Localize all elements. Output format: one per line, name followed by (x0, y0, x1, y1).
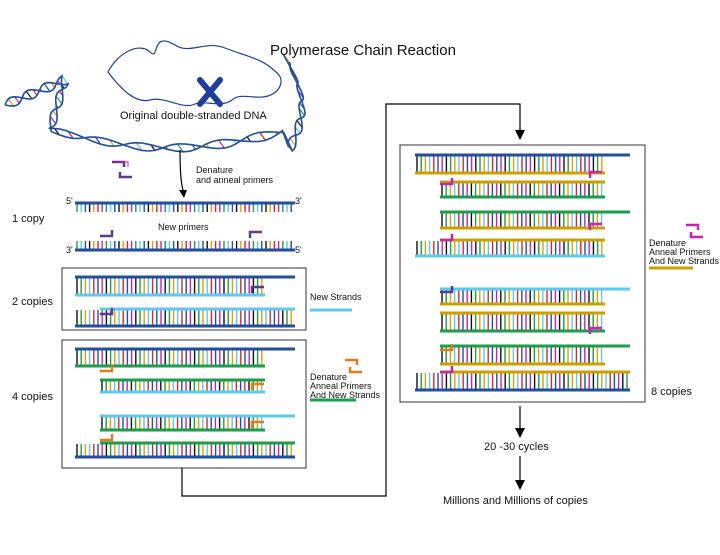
box-two-copies (61, 267, 307, 331)
copy4-primer-b (250, 382, 264, 390)
legend-orange-primer-icon (345, 358, 362, 374)
double-helix (4, 53, 306, 153)
connector-arrow-head (515, 130, 525, 140)
diagram-title: Polymerase Chain Reaction (270, 42, 456, 59)
copy8-primer-6 (588, 326, 602, 334)
copy8-primer-3 (588, 222, 602, 230)
legend-magenta-primer-icon (686, 223, 703, 239)
copy4-c (100, 414, 295, 432)
copy8-3 (440, 210, 630, 230)
primer-top (248, 230, 262, 238)
copy8-4 (415, 238, 605, 258)
box-eight-copies (399, 144, 646, 403)
copy8-primer-7 (440, 344, 454, 352)
copy8-primer-8 (440, 366, 454, 374)
curved-arrow-head (179, 190, 187, 198)
copy2-b (75, 307, 295, 328)
arrow-to-cycles-head (515, 428, 525, 438)
copy8-5 (440, 287, 630, 306)
free-primers-icon (112, 160, 132, 179)
two-copies-label: 2 copies (12, 296, 53, 308)
five-prime-bottom: 5' (295, 245, 302, 255)
copy8-1 (415, 153, 630, 175)
copy8-7 (440, 344, 630, 366)
copy8-8 (415, 370, 630, 392)
three-prime-top: 3' (295, 196, 302, 206)
copy4-primer-c (250, 420, 264, 428)
copy4-d (75, 441, 295, 459)
copy4-primer-d (100, 434, 114, 442)
copy8-2 (440, 180, 605, 199)
original-dna-illustration (4, 40, 306, 153)
legend-magenta-line1: Denature (649, 238, 687, 248)
copy8-primer-1 (588, 170, 602, 178)
box-four-copies (61, 339, 307, 469)
legend-magenta-line2: Anneal Primers (649, 247, 711, 257)
one-copy-label: 1 copy (12, 213, 45, 225)
dna-outline-loop (107, 40, 282, 106)
copy8-primer-5 (440, 286, 454, 294)
dna-label: Original double-stranded DNA (120, 110, 267, 122)
eight-copies-label: 8 copies (651, 386, 692, 398)
legend-orange-line2: Anneal Primers (310, 381, 372, 391)
copy2-a (75, 275, 295, 297)
curved-arrow (179, 149, 184, 191)
denature-label-line2: and anneal primers (196, 175, 274, 185)
arrow-to-millions-head (515, 480, 525, 490)
five-prime-top: 5' (66, 196, 73, 206)
copy8-primer-4 (440, 234, 454, 242)
new-primers-label: New primers (158, 222, 209, 232)
new-strands-label: New Strands (310, 292, 362, 302)
chromosome-icon (197, 77, 223, 107)
copy4-a (75, 347, 295, 368)
copy8-6 (440, 311, 605, 333)
copy2-primer-a (250, 285, 264, 293)
primer-bottom (100, 230, 114, 238)
connector-line (181, 103, 521, 497)
copy8-primer-2 (440, 178, 454, 186)
copy4-b (100, 378, 265, 394)
denature-label-line1: Denature (196, 165, 234, 175)
template-top-strand (75, 201, 295, 212)
template-bottom-strand (75, 241, 295, 252)
four-copies-label: 4 copies (12, 391, 53, 403)
legend-orange-line3: And New Strands (310, 390, 381, 400)
dna-strands (75, 153, 630, 459)
legend-orange-line1: Denature (310, 372, 348, 382)
legend-magenta-line3: And New Strands (649, 256, 720, 266)
three-prime-bottom: 3' (66, 245, 73, 255)
copy4-primer-a (100, 365, 114, 373)
millions-label: Millions and Millions of copies (443, 495, 588, 507)
copy2-primer-b (100, 308, 114, 316)
cycles-label: 20 -30 cycles (484, 441, 549, 453)
